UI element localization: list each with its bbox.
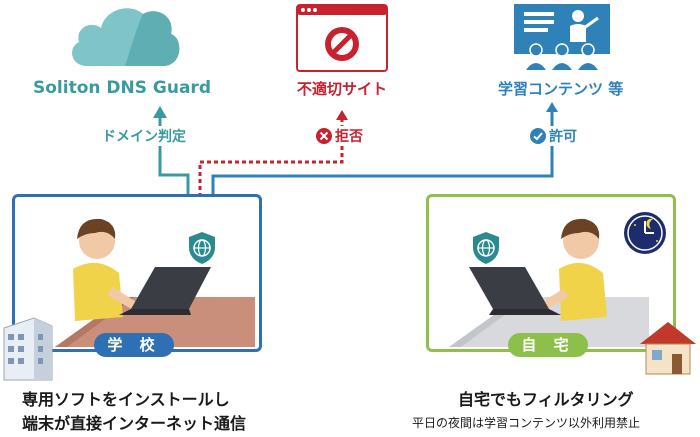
school-badge: 学 校 [94,333,174,357]
deny-badge: 拒否 [314,126,365,146]
deny-x-icon [316,128,332,144]
home-student-illustration [449,218,649,347]
school-caption-line2: 端末が直接インターネット通信 [22,414,247,433]
allow-check-icon [530,128,546,144]
night-clock-icon [624,212,666,254]
allow-badge: 許可 [528,126,579,146]
allow-label: 許可 [549,129,577,145]
learning-content-label: 学習コンテンツ 等 [498,80,624,98]
blocked-browser-icon [296,4,388,72]
shield-globe-icon [189,232,215,264]
bad-site-label: 不適切サイト [297,80,388,98]
home-subcaption: 平日の夜間は学習コンテンツ以外利用禁止 [412,416,641,430]
cloud-icon [72,8,180,67]
school-student-illustration [55,218,255,347]
school-caption-line1: 専用ソフトをインストールし [22,390,230,409]
dns-guard-label: Soliton DNS Guard [33,78,211,98]
home-caption: 自宅でもフィルタリング [458,390,634,409]
classroom-icon [514,4,610,70]
house-icon [640,322,696,375]
deny-label: 拒否 [335,129,363,145]
shield-globe-icon [473,232,499,264]
home-panel [426,194,676,352]
school-building-icon [3,317,53,381]
home-badge: 自 宅 [508,333,588,357]
domain-check-label: ドメイン判定 [100,126,188,146]
